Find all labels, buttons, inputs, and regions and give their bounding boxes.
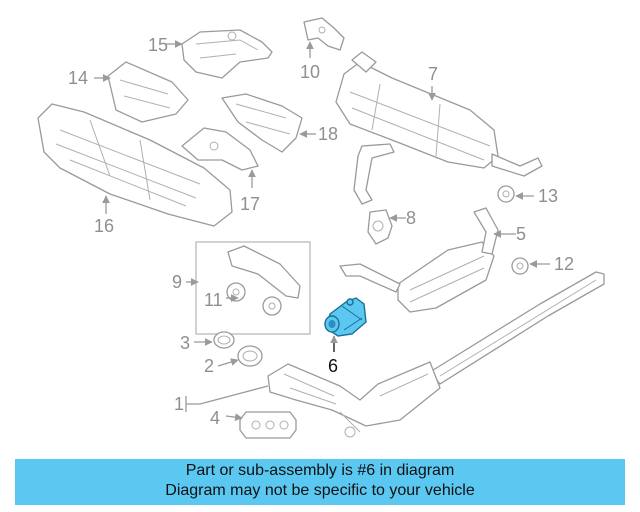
callout-10: 10 xyxy=(300,62,320,82)
leader-lines xyxy=(94,40,550,421)
callout-8: 8 xyxy=(406,208,416,228)
part-10-bracket[interactable] xyxy=(303,17,345,51)
front-pipe[interactable] xyxy=(429,271,605,385)
part-6-exhaust-clamp[interactable] xyxy=(324,297,367,337)
callout-13: 13 xyxy=(538,186,558,206)
part-5-center-muffler[interactable] xyxy=(339,207,499,313)
part-15-heat-shield-bracket[interactable] xyxy=(181,29,273,79)
callout-5: 5 xyxy=(516,224,526,244)
callout-1: 1 xyxy=(174,394,184,414)
exhaust-system-diagram: 15 10 14 7 18 13 17 16 8 5 12 9 11 6 3 2… xyxy=(37,17,605,439)
part-1-catalytic-converter[interactable] xyxy=(267,361,441,438)
part-14-heat-shield[interactable] xyxy=(107,61,189,123)
callout-15: 15 xyxy=(148,35,168,55)
part-9-bracket-kit[interactable] xyxy=(195,241,311,335)
part-3-gasket[interactable] xyxy=(213,331,235,349)
banner-line-2: Diagram may not be specific to your vehi… xyxy=(165,482,475,499)
callout-labels: 15 10 14 7 18 13 17 16 8 5 12 9 11 6 3 2… xyxy=(68,35,574,428)
part-18-heat-shield[interactable] xyxy=(221,93,303,153)
callout-16: 16 xyxy=(94,216,114,236)
part-17-bracket[interactable] xyxy=(181,127,259,171)
callout-18: 18 xyxy=(318,124,338,144)
callout-4: 4 xyxy=(210,408,220,428)
callout-17: 17 xyxy=(240,194,260,214)
part-7-rear-muffler[interactable] xyxy=(335,51,543,205)
part-8-clamp[interactable] xyxy=(367,209,393,245)
part-13-hanger[interactable] xyxy=(497,185,515,203)
part-2-gasket-ring[interactable] xyxy=(237,345,263,367)
part-16-underbody-heat-shield[interactable] xyxy=(37,103,233,227)
info-banner: Part or sub-assembly is #6 in diagram Di… xyxy=(15,459,625,505)
callout-2: 2 xyxy=(204,356,214,376)
callout-12: 12 xyxy=(554,254,574,274)
callout-7: 7 xyxy=(428,64,438,84)
callout-14: 14 xyxy=(68,68,88,88)
part-4-manifold-gasket[interactable] xyxy=(239,411,297,439)
part-12-hanger[interactable] xyxy=(511,257,529,275)
callout-3: 3 xyxy=(180,333,190,353)
callout-9: 9 xyxy=(172,272,182,292)
callout-11: 11 xyxy=(204,290,223,310)
banner-line-1: Part or sub-assembly is #6 in diagram xyxy=(185,462,455,479)
callout-6: 6 xyxy=(328,356,338,376)
